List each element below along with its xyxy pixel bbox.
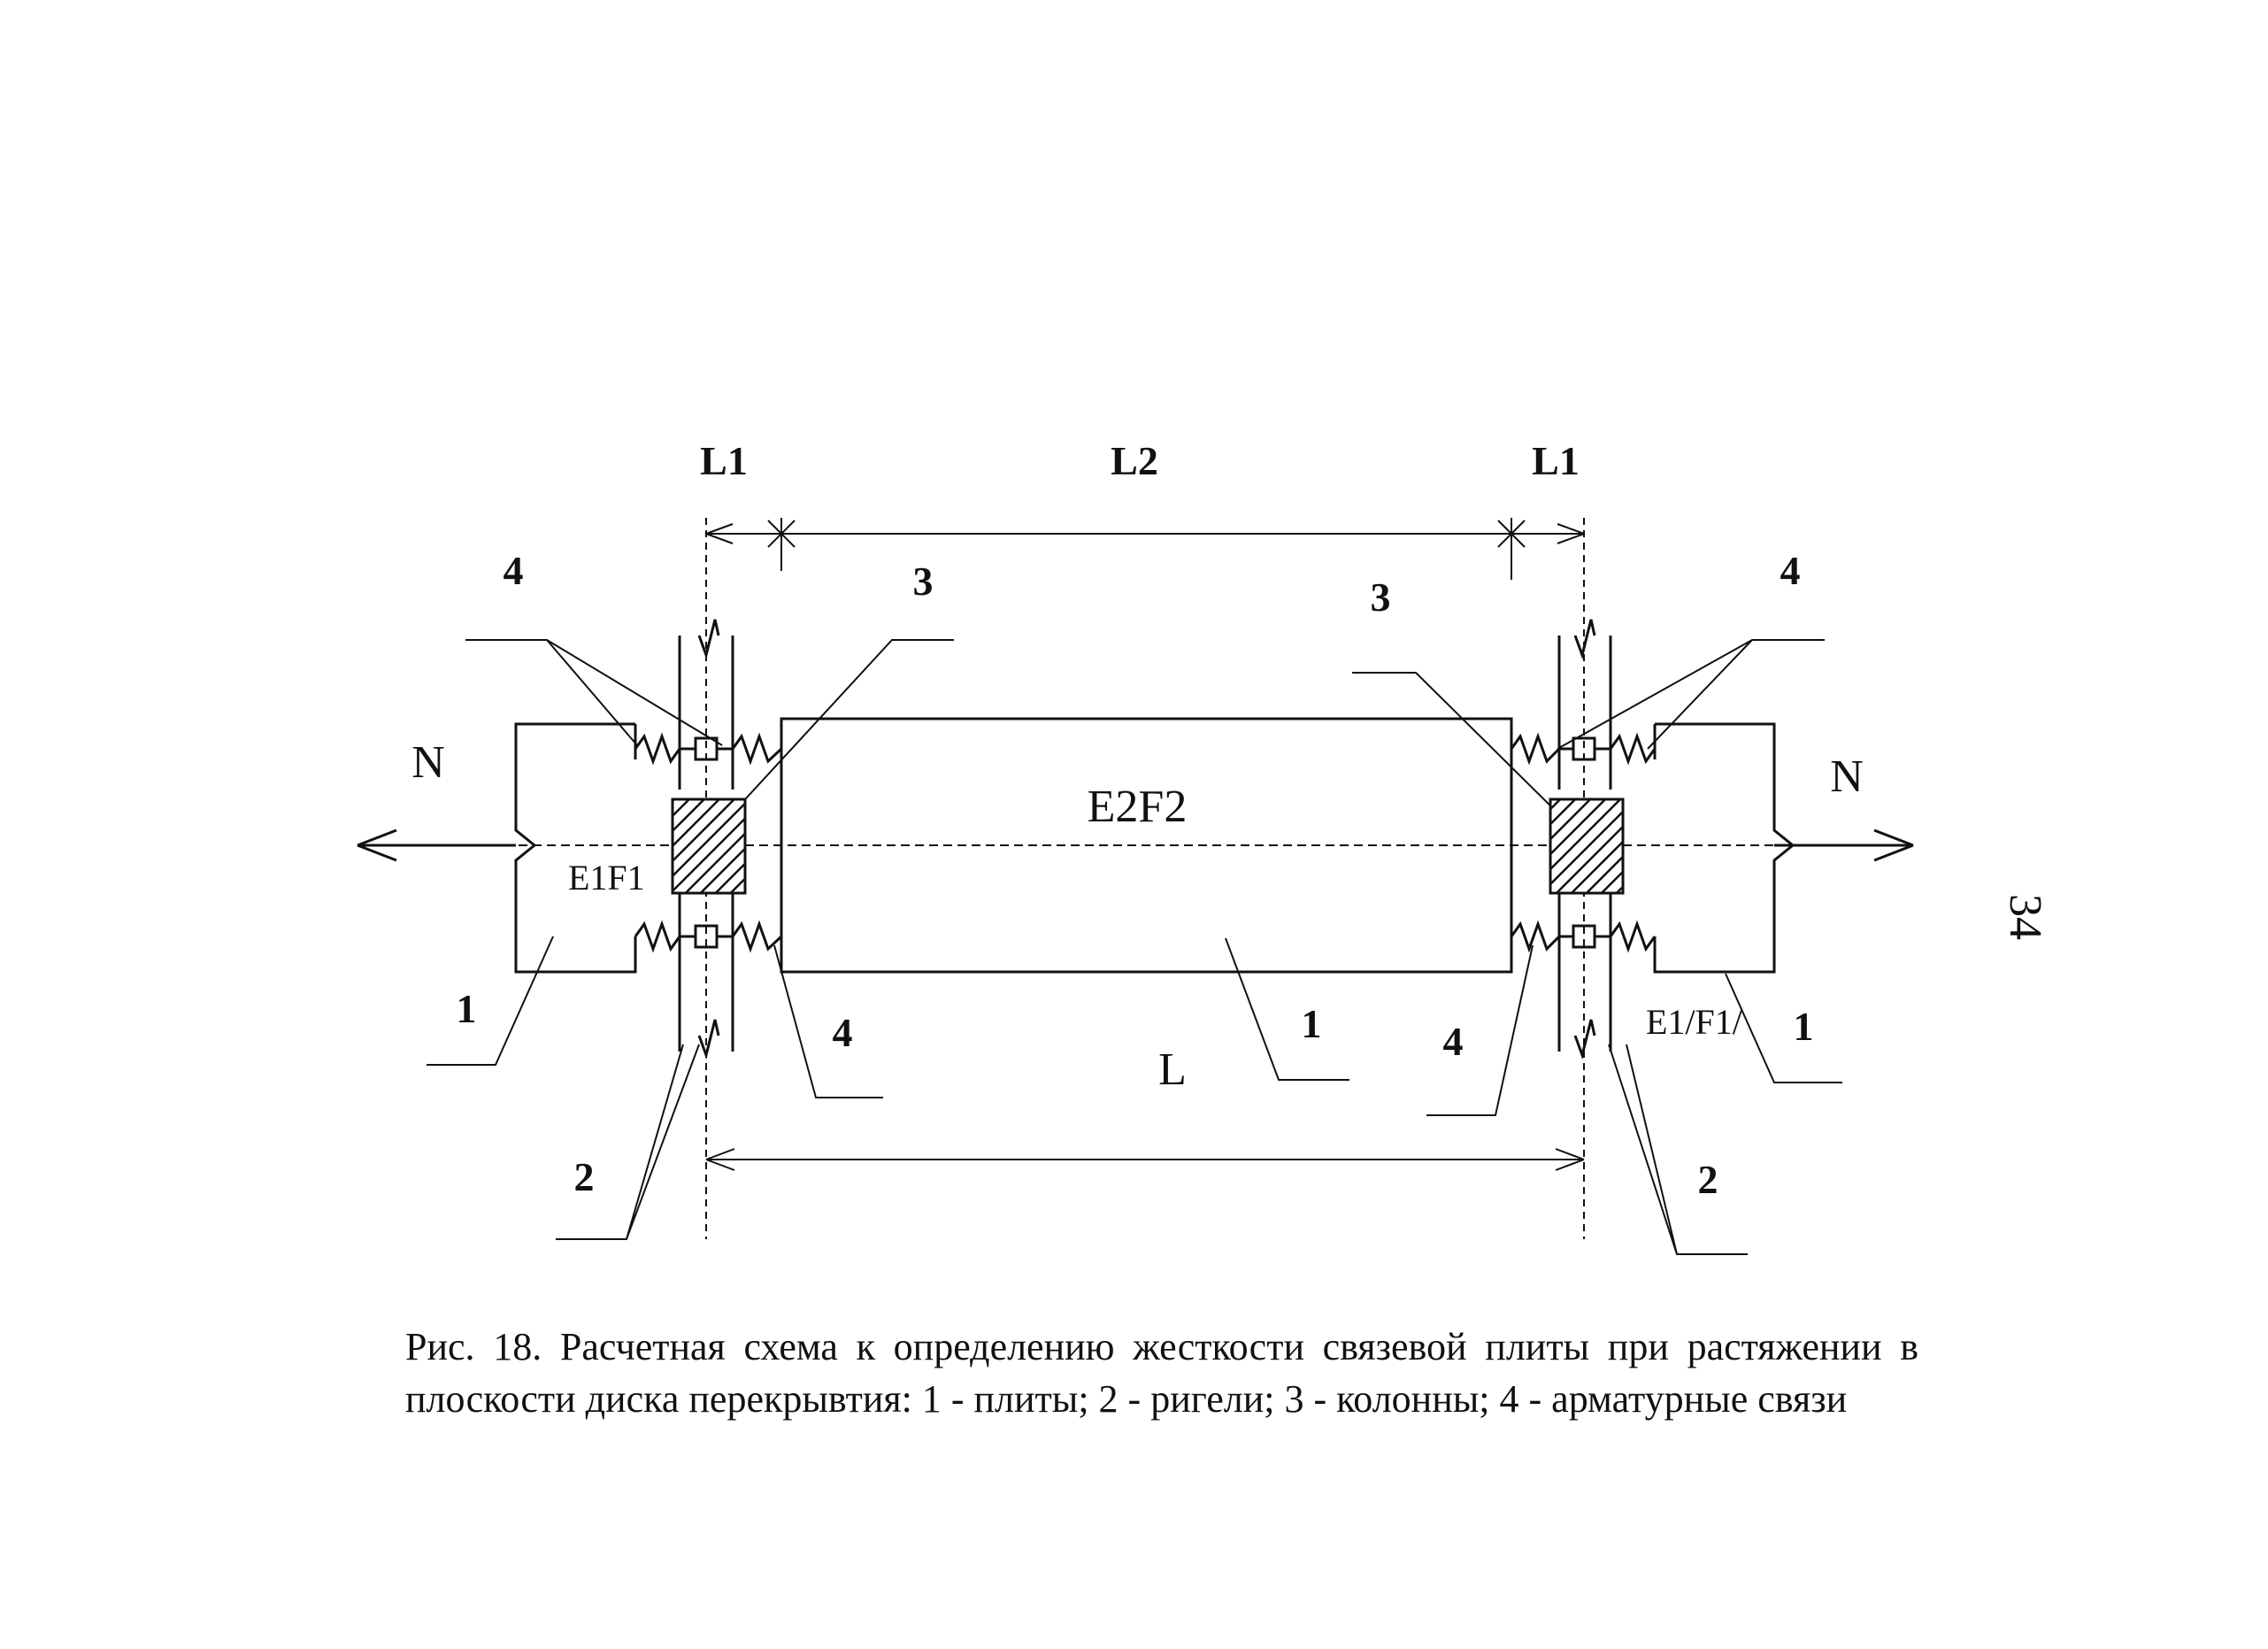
- callout-center-bottom-1: 1: [1302, 1001, 1322, 1046]
- force-arrow-left-head: [357, 828, 397, 862]
- dim-label-l2: L2: [1111, 438, 1158, 483]
- leader-right-bottom-2: [1608, 1044, 1748, 1255]
- right-girder: [1557, 619, 1612, 1060]
- spring-left-bottom-inner: [717, 920, 783, 953]
- callout-right-top-3: 3: [1371, 574, 1391, 620]
- leader-left-bottom-2: [556, 1044, 700, 1240]
- callout-right-bottom-1: 1: [1794, 1004, 1814, 1049]
- spring-left-top-inner: [717, 732, 783, 766]
- leader-right-bottom-1: [1725, 973, 1842, 1083]
- force-label-left: N: [411, 737, 445, 788]
- spring-right-top-inner: [1510, 732, 1573, 766]
- callout-left-bottom-2: 2: [574, 1154, 595, 1199]
- left-girder: [678, 619, 734, 1060]
- spring-left-bottom-outer: [634, 920, 696, 953]
- column-right: [1549, 798, 1625, 895]
- callout-left-top-3: 3: [913, 559, 934, 604]
- arrow-l1-right-b: [1557, 523, 1585, 544]
- dim-label-l: L: [1158, 1044, 1187, 1095]
- arrow-l1-left-a: [705, 523, 734, 544]
- figure-caption: Рис. 18. Расчетная схема к определению ж…: [405, 1325, 1918, 1421]
- callout-left-top-4: 4: [504, 548, 524, 593]
- callout-right-bottom-2: 2: [1698, 1157, 1718, 1202]
- stiffness-label-left: E1F1: [568, 858, 645, 898]
- column-left: [671, 798, 747, 895]
- callout-left-bottom-4: 4: [833, 1010, 853, 1055]
- leader-right-top-3: [1352, 672, 1569, 824]
- force-label-right: N: [1830, 751, 1864, 802]
- leader-left-bottom-1: [427, 936, 554, 1066]
- callout-right-top-4: 4: [1780, 548, 1801, 593]
- force-arrow-right-head: [1873, 828, 1914, 862]
- arrow-l-right: [1555, 1148, 1585, 1171]
- page-number: 34: [2000, 894, 2050, 940]
- callout-right-bottom-4: 4: [1443, 1019, 1464, 1064]
- leader-left-top-3: [714, 639, 954, 833]
- leader-left-bottom-4: [773, 944, 883, 1098]
- leader-right-top-4: [1557, 639, 1825, 750]
- dim-label-l1-left: L1: [700, 438, 748, 483]
- dim-label-l1-right: L1: [1532, 438, 1580, 483]
- tick-2: [1497, 520, 1526, 548]
- callout-left-bottom-1: 1: [457, 986, 477, 1031]
- left-slab: [514, 722, 637, 974]
- spring-right-top-outer: [1595, 732, 1657, 766]
- spring-right-bottom-outer: [1595, 920, 1657, 953]
- spring-right-bottom-inner: [1510, 920, 1573, 953]
- spring-left-top-outer: [634, 732, 696, 766]
- leader-right-bottom-4: [1426, 944, 1534, 1116]
- tick-1: [767, 520, 796, 548]
- leader-left-top-4: [465, 639, 723, 746]
- center-slab: [780, 717, 1513, 974]
- stiffness-label-right: E1/F1/: [1646, 1002, 1743, 1042]
- stiffness-label-center: E2F2: [1088, 782, 1188, 832]
- leader-center-bottom-1: [1225, 937, 1349, 1081]
- right-slab: [1653, 722, 1795, 974]
- arrow-l-left: [705, 1148, 735, 1171]
